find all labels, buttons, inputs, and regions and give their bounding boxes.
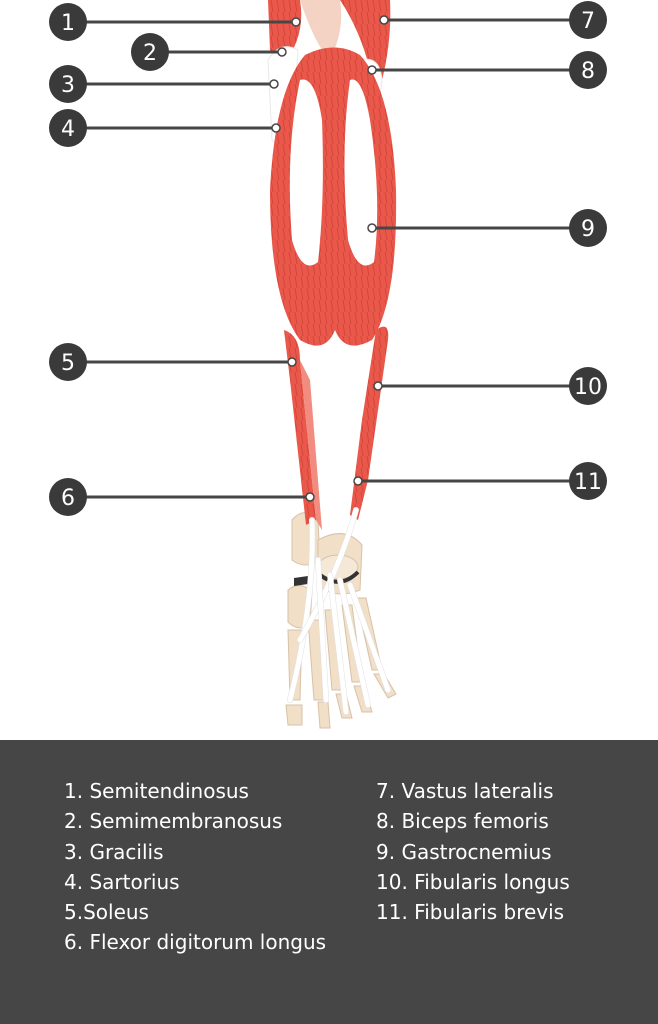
marker-1: 1 [49,3,87,41]
legend-item: 9. Gastrocnemius [376,839,552,864]
svg-text:5: 5 [61,351,75,376]
legend-item: 7. Vastus lateralis [376,779,554,803]
svg-text:11: 11 [574,470,602,495]
legend-item: 10. Fibularis longus [376,869,570,894]
anatomy-drawing [267,0,397,729]
gastrocnemius-shape [270,47,397,346]
svg-text:9: 9 [581,217,595,242]
legend-item: 11. Fibularis brevis [376,900,565,925]
legend-item: 1. Semitendinosus [64,779,249,803]
legend-item: 4. Sartorius [64,869,180,894]
legend-column-left: 1. Semitendinosus 2. Semimembranosus 3. … [64,776,326,958]
svg-text:1: 1 [61,11,75,36]
svg-text:3: 3 [61,73,75,98]
svg-text:7: 7 [581,9,595,34]
legend-column-right: 7. Vastus lateralis 8. Biceps femoris 9.… [376,776,570,927]
marker-5: 5 [49,343,87,381]
foot-tendons [287,507,391,715]
leg-muscle-illustration: 1 2 3 4 5 6 7 8 9 10 11 [49,0,607,729]
foot-bones [285,512,397,729]
legend-item: 6. Flexor digitorum longus [64,930,327,955]
leader-lines [68,18,588,499]
legend-item: 3. Gracilis [64,839,164,864]
marker-8: 8 [569,51,607,89]
legend-item: 8. Biceps femoris [376,809,549,834]
leader-endpoints [269,15,389,502]
marker-badges: 1 2 3 4 5 6 7 8 9 10 11 [49,1,607,516]
svg-text:6: 6 [61,486,75,511]
svg-text:4: 4 [61,117,75,142]
svg-text:2: 2 [143,41,157,66]
marker-9: 9 [569,209,607,247]
marker-7: 7 [569,1,607,39]
marker-2: 2 [131,33,169,71]
svg-text:8: 8 [581,59,595,84]
svg-text:10: 10 [574,375,602,400]
marker-10: 10 [569,367,607,405]
legend-panel: 1. Semitendinosus 2. Semimembranosus 3. … [0,740,658,1024]
legend-item: 5.Soleus [64,900,149,925]
legend-item: 2. Semimembranosus [64,809,283,834]
lower-leg-muscles [284,326,389,530]
marker-6: 6 [49,478,87,516]
marker-4: 4 [49,109,87,147]
marker-3: 3 [49,65,87,103]
marker-11: 11 [569,462,607,500]
